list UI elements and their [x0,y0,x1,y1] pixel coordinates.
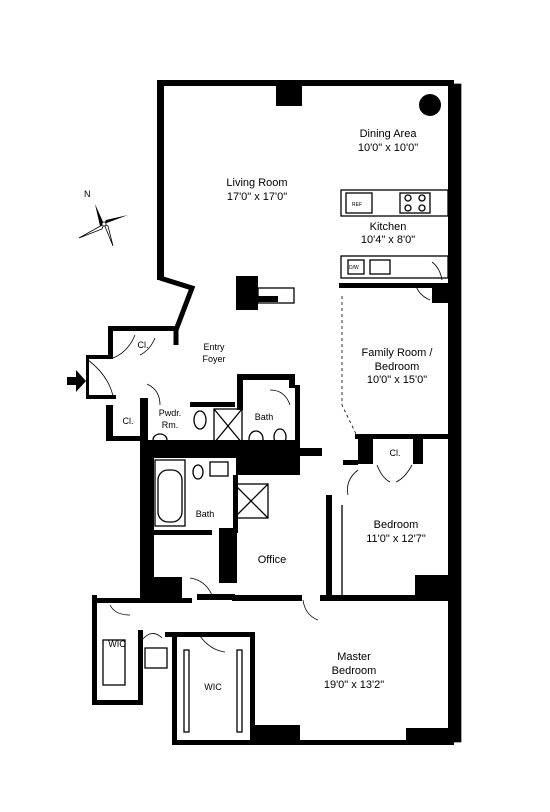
lower-bath-label: Bath [196,509,215,519]
kitchen-dims: 10'4" x 8'0" [361,234,415,246]
walls [86,80,462,745]
dining-area-dims: 10'0" x 10'0" [358,142,418,154]
hall-closet-label: Cl. [123,416,134,426]
family-room-dims: 10'0" x 15'0" [367,374,427,386]
entry-foyer-line2: Foyer [202,354,225,364]
doors [87,261,443,653]
master-bedroom-line2: Bedroom [332,665,377,677]
upper-bath-label: Bath [255,412,274,422]
living-room-name: Living Room [226,177,287,189]
compass-north-label: N [84,189,91,199]
entry-foyer-line1: Entry [203,342,225,352]
dishwasher-label: D/W [349,265,359,271]
office-label: Office [258,554,287,566]
powder-room-line1: Pwdr. [159,408,182,418]
bedroom-closet-label: Cl. [390,448,401,458]
entry-closet-label: Cl. [138,340,149,350]
compass-icon [78,204,128,247]
bedroom-name: Bedroom [374,519,419,531]
living-room-dims: 17'0" x 17'0" [227,191,287,203]
bedroom-dims: 11'0" x 12'7" [366,533,426,545]
family-room-line1: Family Room / [362,347,434,359]
powder-room-line2: Rm. [162,420,179,430]
family-room-line2: Bedroom [375,361,420,373]
master-bedroom-line1: Master [337,651,371,663]
refrigerator-label: REF [352,202,362,208]
entry-arrow-icon [67,370,86,392]
dining-area-name: Dining Area [360,128,418,140]
wic-left-label: WIC [108,639,126,649]
master-bedroom-dims: 19'0" x 13'2" [324,679,384,691]
wic-right-label: WIC [204,682,222,692]
interior-lines [102,189,449,733]
kitchen-name: Kitchen [370,221,407,233]
